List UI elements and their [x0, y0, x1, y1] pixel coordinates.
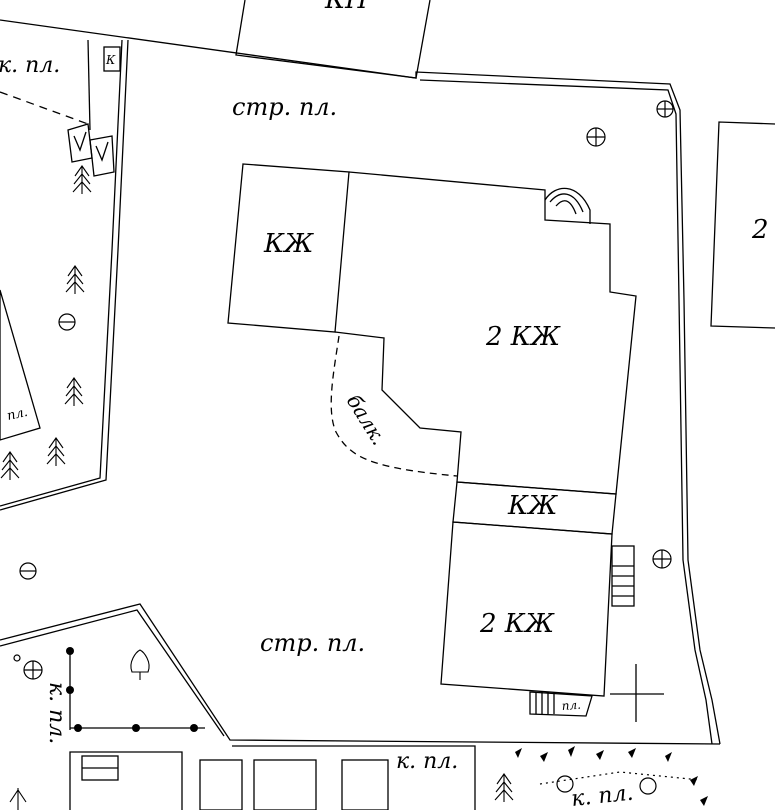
top-building-outline	[235, 0, 431, 79]
bottom-road-label: к. пл.	[396, 749, 458, 774]
k-box	[103, 46, 121, 72]
left-small-building	[0, 289, 41, 441]
bottom-wedge	[0, 603, 721, 745]
small-pl-label: пл.	[561, 698, 581, 713]
small-structure-2	[89, 135, 115, 177]
right-building-label: 2	[751, 215, 769, 245]
building-2kzh-2	[440, 521, 613, 697]
parcel-boundary	[0, 19, 721, 745]
small-structure-1	[67, 123, 93, 163]
left-small-k-label: К	[105, 53, 116, 67]
main-area-north-label: стр. пл.	[232, 93, 337, 121]
building-kzh-1-label: КЖ	[263, 229, 314, 259]
balcony-outline	[330, 335, 458, 477]
bottom-right-area-label: к. пл.	[570, 781, 635, 810]
left-small-pl-label: пл.	[6, 405, 29, 424]
building-2kzh-2-label: 2 КЖ	[479, 609, 555, 639]
right-building-outline	[710, 121, 775, 329]
left-boundary	[0, 39, 129, 511]
balcony-label: балк.	[342, 390, 392, 450]
left-boundary-inner	[0, 39, 123, 507]
left-road-label: к. пл.	[44, 682, 69, 744]
left-top-area-label: к. пл.	[0, 53, 60, 78]
parcel-boundary-inner	[419, 79, 713, 745]
building-kzh-2-label: КЖ	[507, 491, 558, 521]
main-area-south-label: стр. пл.	[260, 629, 365, 657]
building-2kzh-1-label: 2 КЖ	[485, 322, 561, 352]
top-building-label: КН	[324, 0, 369, 15]
